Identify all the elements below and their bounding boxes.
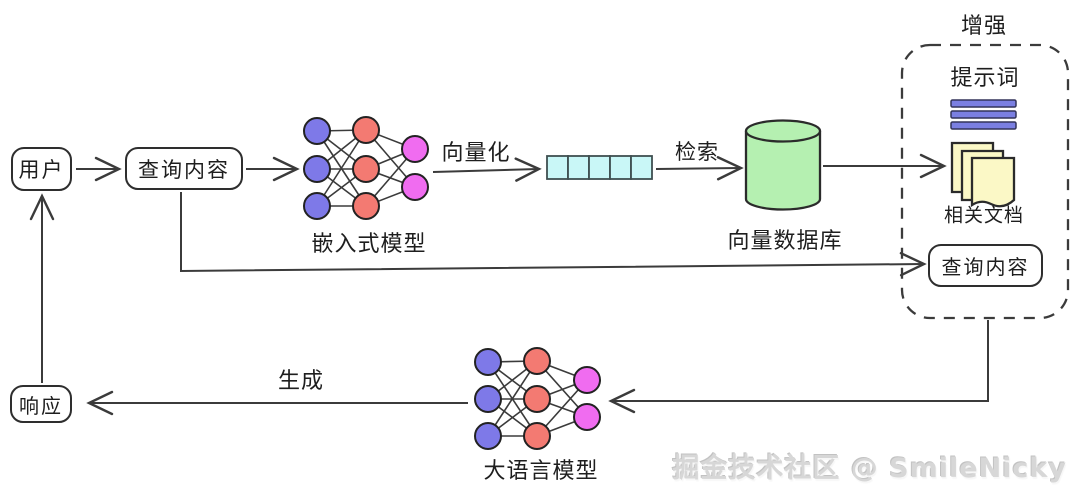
vector-cells-icon — [546, 155, 653, 180]
augment-query-content-label: 查询内容 — [941, 255, 1030, 279]
arrow-vectorize — [432, 157, 542, 182]
user-box: 用户 — [11, 147, 72, 191]
retrieve-edge-label: 检索 — [675, 140, 719, 164]
connectors — [29, 153, 989, 416]
response-box: 响应 — [10, 385, 72, 423]
augment-query-content-box: 查询内容 — [928, 244, 1043, 287]
related-docs-label: 相关文档 — [943, 204, 1025, 227]
network-connection-line — [316, 130, 367, 207]
embedding-model-label: 嵌入式模型 — [311, 232, 427, 257]
documents-icon — [950, 141, 1016, 208]
prompt-lines-icon — [950, 99, 1017, 130]
augment-group-label: 增强 — [960, 14, 1008, 39]
arrow-retrieve — [655, 156, 744, 181]
augment-group-box — [900, 43, 1070, 320]
vector-db-label: 向量数据库 — [727, 229, 843, 254]
network-connection-line — [487, 361, 538, 437]
user-label: 用户 — [18, 158, 65, 182]
llm-network-icon — [474, 347, 601, 450]
llm-label: 大语言模型 — [483, 459, 599, 484]
response-label: 响应 — [19, 393, 63, 418]
arrow-augment-to-llm — [608, 320, 989, 414]
query-content-box: 查询内容 — [125, 147, 243, 190]
vectorize-edge-label: 向量化 — [441, 141, 511, 166]
embedding-network-icon — [303, 116, 429, 220]
arrow-query-to-augment — [180, 192, 927, 277]
prompt-label: 提示词 — [950, 66, 1020, 91]
database-cylinder-icon — [744, 119, 822, 211]
generate-edge-label: 生成 — [277, 369, 325, 394]
query-content-label: 查询内容 — [138, 157, 230, 182]
watermark: 掘金技术社区 @ SmileNicky — [672, 453, 1067, 484]
